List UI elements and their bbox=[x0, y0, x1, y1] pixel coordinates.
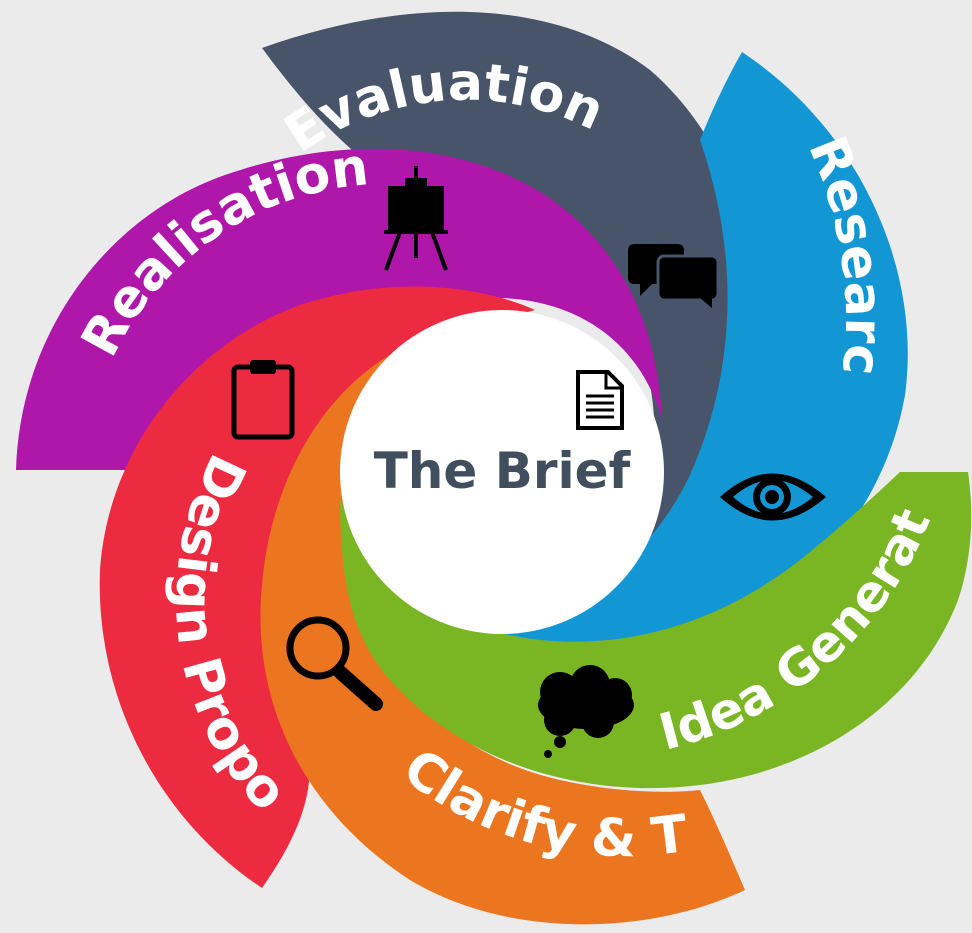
center-brief[interactable]: The Brief bbox=[340, 310, 664, 634]
document-icon bbox=[576, 370, 624, 430]
magnifier-icon bbox=[286, 616, 383, 711]
thought-bubble-icon bbox=[538, 665, 634, 758]
eye-icon bbox=[720, 473, 826, 521]
speech-bubbles-icon bbox=[628, 244, 720, 308]
center-title: The Brief bbox=[374, 442, 632, 500]
easel-icon bbox=[384, 166, 448, 271]
clipboard-icon bbox=[231, 360, 295, 440]
design-proposal-segment bbox=[99, 286, 535, 889]
clarify-test-segment bbox=[260, 355, 745, 925]
idea-generation-segment bbox=[340, 472, 972, 789]
